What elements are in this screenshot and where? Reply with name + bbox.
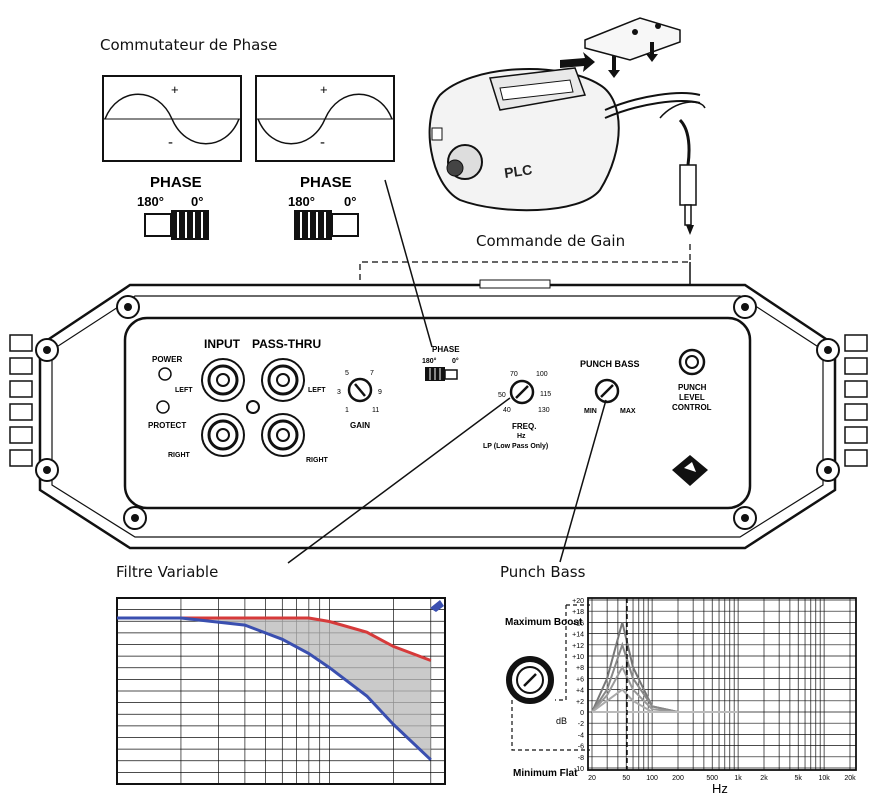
protect-led: [156, 400, 170, 414]
phase-plus-1: +: [171, 82, 179, 97]
freq-tick-115: 115: [540, 391, 551, 398]
power-label: POWER: [152, 355, 182, 364]
punch-max-label: MAX: [620, 408, 636, 415]
pb-y-tick: +14: [572, 632, 584, 639]
pb-y-tick: -10: [574, 766, 584, 773]
pb-x-tick: 1k: [734, 775, 742, 782]
phase-panel-0: + - PHASE 180° 0°: [255, 75, 395, 240]
pb-x-tick: 2k: [760, 775, 768, 782]
punch-bass-chart: +20+18+16+14+12+10+8+6+4+20-2-4-6-8-10 2…: [505, 597, 857, 796]
pb-y-tick: +16: [572, 620, 584, 627]
gain-tick-5: 5: [345, 370, 349, 377]
maximum-boost-label: Maximum Boost: [505, 617, 583, 628]
filter-chart: [116, 597, 446, 785]
phase-title-2: PHASE: [300, 174, 352, 191]
phase-180-2: 180°: [288, 194, 315, 209]
phase-title-1: PHASE: [150, 174, 202, 191]
filter-max-curve: [117, 616, 432, 662]
gain-label: GAIN: [350, 421, 370, 430]
pb-x-tick: 5k: [795, 775, 803, 782]
pb-x-tick: 200: [672, 775, 684, 782]
filter-min-curve: [117, 616, 432, 761]
pb-x-tick: 100: [646, 775, 658, 782]
punch-min-label: MIN: [584, 408, 597, 415]
phase-panel-180: + - PHASE 180° 0°: [102, 75, 242, 240]
freq-title: FREQ.: [512, 422, 536, 431]
phase-180-1: 180°: [137, 194, 164, 209]
db-label: dB: [556, 716, 567, 726]
freq-tick-50: 50: [498, 392, 506, 399]
pb-y-tick: +4: [576, 688, 584, 695]
pb-x-tick: 20: [588, 775, 596, 782]
amp-phase-0: 0°: [452, 357, 459, 365]
pb-y-tick: -8: [578, 755, 584, 762]
pb-y-tick: +12: [572, 643, 584, 650]
pb-x-tick: 10k: [818, 775, 830, 782]
gain-tick-11: 11: [372, 407, 379, 414]
phase-plus-2: +: [320, 82, 328, 97]
input-label: INPUT: [204, 337, 241, 351]
plc-label-2: LEVEL: [679, 393, 705, 402]
input-left-label: LEFT: [175, 387, 193, 394]
protect-label: PROTECT: [148, 421, 186, 430]
freq-unit: Hz: [517, 433, 526, 440]
amp-phase-label: PHASE: [432, 345, 460, 354]
pass-thru-label: PASS-THRU: [252, 337, 321, 351]
arrow-icon: [560, 52, 595, 72]
input-right-label: RIGHT: [168, 452, 191, 459]
phase-0-1: 0°: [191, 194, 203, 209]
callout-punch-bass: Punch Bass: [500, 563, 586, 581]
phase-minus-2: -: [320, 134, 325, 151]
remote-plc-unit: PLC: [428, 17, 706, 235]
phase-slider-2[interactable]: [294, 210, 332, 240]
pb-y-tick: +2: [576, 699, 584, 706]
callout-variable-filter: Filtre Variable: [116, 563, 219, 581]
phase-0-2: 0°: [344, 194, 356, 209]
mounting-bracket: [584, 17, 681, 61]
gain-tick-7: 7: [370, 370, 374, 377]
pb-y-tick: +10: [572, 654, 584, 661]
freq-tick-70: 70: [510, 371, 518, 378]
plc-label-1: PUNCH: [678, 383, 707, 392]
freq-tick-40: 40: [503, 407, 511, 414]
freq-tick-130: 130: [538, 407, 550, 414]
punch-bass-label: PUNCH BASS: [580, 359, 640, 369]
amp-phase-180: 180°: [422, 357, 437, 365]
gain-tick-9: 9: [378, 389, 382, 396]
pb-y-tick: -2: [578, 721, 584, 728]
remote-plc-label: PLC: [503, 161, 533, 181]
pb-y-tick: +6: [576, 676, 584, 683]
filter-shaded-area: [117, 618, 431, 760]
minimum-flat-label: Minimum Flat: [513, 768, 578, 779]
amplifier-body: [9, 279, 868, 550]
phase-minus-1: -: [168, 134, 173, 151]
pb-x-tick: 20k: [844, 775, 856, 782]
pb-x-tick: 500: [706, 775, 718, 782]
pb-y-tick: +8: [576, 665, 584, 672]
freq-note: LP (Low Pass Only): [483, 443, 548, 450]
callout-gain-control: Commande de Gain: [476, 232, 626, 250]
brand-logo: [672, 455, 708, 486]
freq-tick-100: 100: [536, 371, 548, 378]
passthru-left-label: LEFT: [308, 387, 326, 394]
passthru-right-label: RIGHT: [306, 457, 329, 464]
gain-tick-3: 3: [337, 389, 341, 396]
pb-y-tick: +20: [572, 598, 584, 605]
pb-x-label: Hz: [712, 781, 728, 796]
gain-tick-1: 1: [345, 407, 349, 414]
pb-y-tick: -6: [578, 744, 584, 751]
power-led: [158, 367, 172, 381]
callout-phase-switch: Commutateur de Phase: [100, 36, 278, 54]
plc-label-3: CONTROL: [672, 403, 712, 412]
pb-y-tick: -4: [578, 732, 584, 739]
pb-y-tick: 0: [580, 710, 584, 717]
pb-y-tick: +18: [572, 609, 584, 616]
phase-slider-1[interactable]: [171, 210, 209, 240]
pb-x-tick: 50: [622, 775, 630, 782]
